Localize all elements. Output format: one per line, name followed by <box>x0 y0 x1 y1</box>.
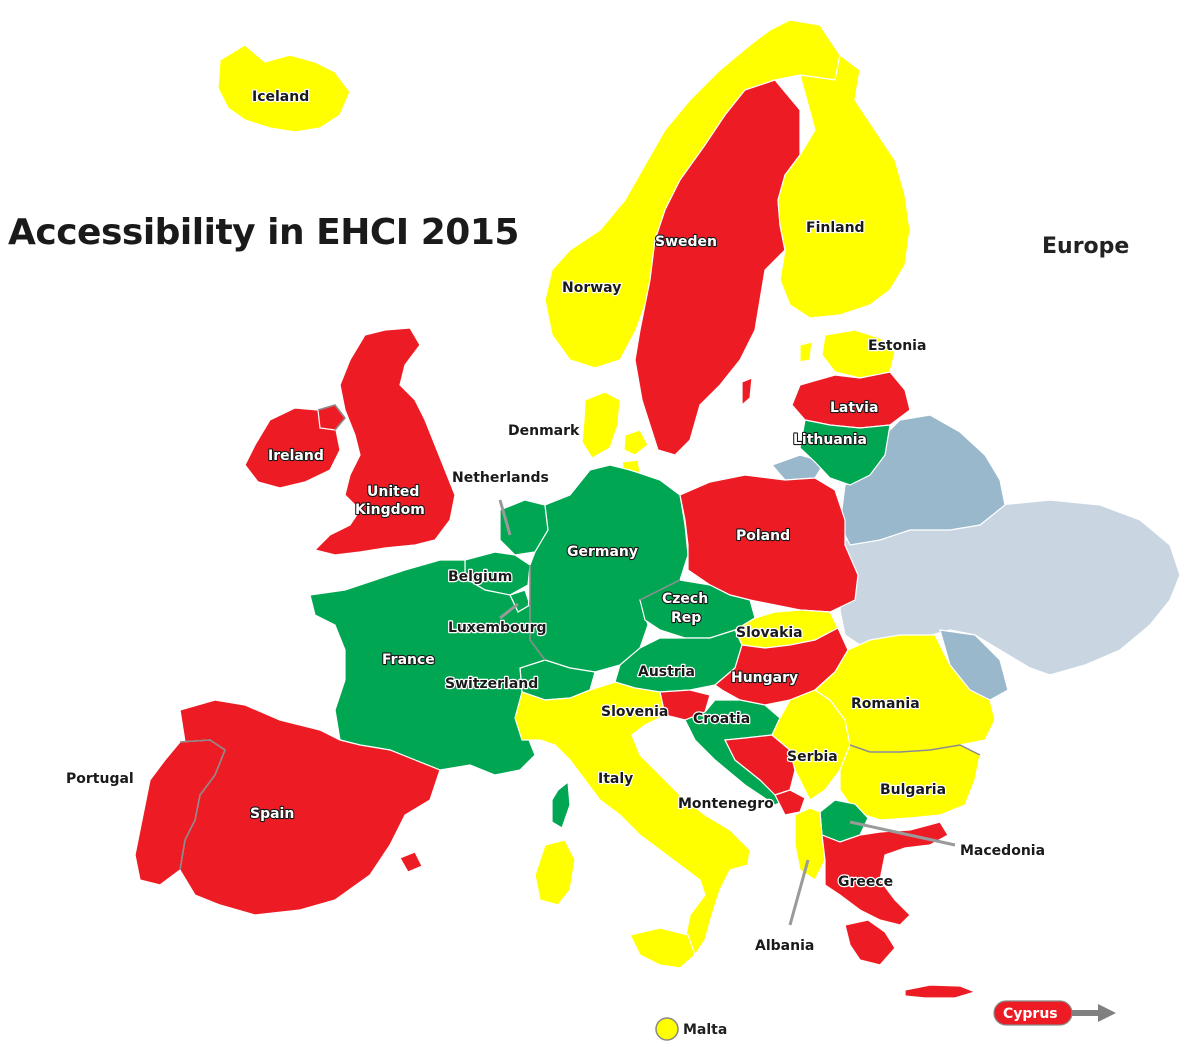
region-label: Europe <box>1042 234 1130 259</box>
country-iceland[interactable] <box>217 44 351 133</box>
label-montenegro: Montenegro <box>678 796 774 812</box>
label-belgium: Belgium <box>448 569 512 585</box>
map-title: Accessibility in EHCI 2015 <box>8 212 519 253</box>
country-united-kingdom[interactable] <box>313 327 456 556</box>
leader-macedonia <box>849 820 956 847</box>
country-sweden[interactable] <box>634 79 801 456</box>
country-lithuania[interactable] <box>799 419 891 486</box>
label-czech-line1: Czech <box>662 591 708 607</box>
leader-netherlands <box>498 499 512 536</box>
label-greece: Greece <box>838 874 893 890</box>
label-netherlands: Netherlands <box>452 470 549 486</box>
island-mallorca <box>399 851 423 873</box>
island-saaremaa <box>799 341 813 363</box>
label-romania: Romania <box>851 696 920 712</box>
island-corsica <box>551 780 571 829</box>
country-poland[interactable] <box>679 474 859 613</box>
label-denmark: Denmark <box>508 423 580 439</box>
malta-marker[interactable] <box>655 1017 679 1041</box>
country-latvia[interactable] <box>791 371 911 429</box>
label-ireland: Ireland <box>268 448 324 464</box>
label-portugal: Portugal <box>66 771 134 787</box>
country-romania[interactable] <box>814 634 996 753</box>
label-austria: Austria <box>638 664 695 680</box>
country-bosnia <box>724 734 796 796</box>
label-macedonia: Macedonia <box>960 843 1045 859</box>
label-latvia: Latvia <box>830 400 878 416</box>
island-sardinia <box>534 839 576 906</box>
island-gotland <box>741 377 753 407</box>
country-kaliningrad[interactable] <box>770 454 826 481</box>
border-uk-ni <box>317 404 346 431</box>
label-switzerland: Switzerland <box>445 676 538 692</box>
country-montenegro[interactable] <box>774 789 806 816</box>
label-hungary: Hungary <box>731 670 798 686</box>
label-lithuania: Lithuania <box>793 432 867 448</box>
island-crete <box>904 984 977 999</box>
label-iceland: Iceland <box>252 89 309 105</box>
leader-albania <box>788 859 810 926</box>
label-sweden: Sweden <box>655 234 717 250</box>
label-france: France <box>382 652 435 668</box>
label-estonia: Estonia <box>868 338 926 354</box>
label-uk-line2: Kingdom <box>355 502 425 518</box>
country-ireland[interactable] <box>244 407 341 489</box>
label-germany: Germany <box>567 544 638 560</box>
label-czech-line2: Rep <box>671 610 701 626</box>
label-bulgaria: Bulgaria <box>880 782 946 798</box>
leader-luxembourg <box>499 602 519 620</box>
cyprus-arrow-icon <box>1072 1004 1116 1022</box>
country-greece[interactable] <box>821 821 949 926</box>
border-portugal-spain <box>179 739 226 871</box>
island-sicily <box>629 927 696 969</box>
label-uk-line1: United <box>367 484 419 500</box>
country-greece-peloponnese <box>844 919 896 966</box>
label-albania: Albania <box>755 938 814 954</box>
label-spain: Spain <box>250 806 294 822</box>
label-cyprus: Cyprus <box>1003 1006 1058 1022</box>
label-poland: Poland <box>736 528 790 544</box>
country-italy[interactable] <box>514 681 751 957</box>
label-croatia: Croatia <box>693 711 750 727</box>
label-norway: Norway <box>562 280 621 296</box>
label-slovakia: Slovakia <box>736 625 803 641</box>
border-germany-czech <box>639 579 681 601</box>
border-germany-france <box>529 565 546 661</box>
country-albania[interactable] <box>794 807 826 881</box>
country-denmark-islands <box>621 429 649 476</box>
label-slovenia: Slovenia <box>601 704 668 720</box>
label-serbia: Serbia <box>787 749 838 765</box>
label-luxembourg: Luxembourg <box>448 620 547 636</box>
label-finland: Finland <box>806 220 865 236</box>
label-italy: Italy <box>598 771 633 787</box>
label-malta: Malta <box>683 1022 727 1038</box>
country-denmark[interactable] <box>581 391 621 459</box>
country-finland[interactable] <box>777 53 911 319</box>
border-romania-bulgaria <box>849 744 981 756</box>
